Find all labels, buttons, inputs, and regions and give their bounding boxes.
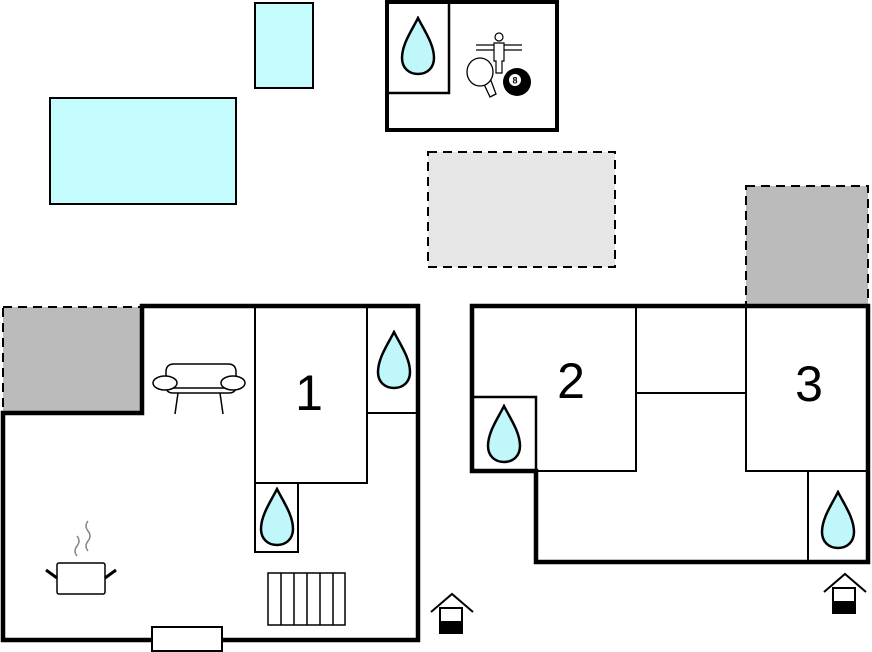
game-room: 8 bbox=[385, 0, 559, 132]
window bbox=[151, 626, 223, 652]
pool-small bbox=[254, 2, 314, 89]
room-label-1: 1 bbox=[295, 365, 323, 421]
cooking-pot-icon bbox=[45, 520, 117, 595]
sofa-icon bbox=[152, 363, 246, 415]
pool-large bbox=[49, 97, 237, 205]
entrance-icon bbox=[823, 573, 867, 614]
entrance-icon bbox=[430, 593, 474, 634]
bathroom bbox=[366, 306, 419, 414]
room-label-2: 2 bbox=[557, 353, 585, 409]
billiard-ball-icon: 8 bbox=[503, 68, 531, 96]
terrace-center bbox=[427, 151, 616, 268]
svg-text:8: 8 bbox=[512, 76, 517, 86]
bathroom-small bbox=[254, 482, 299, 553]
bathroom bbox=[807, 470, 869, 563]
bedroom-2 bbox=[536, 306, 637, 472]
terrace-left bbox=[2, 306, 143, 414]
house-right: 2 3 bbox=[469, 303, 871, 614]
foosball-icon bbox=[476, 32, 522, 74]
terrace-right bbox=[745, 185, 869, 307]
bathroom bbox=[470, 395, 538, 473]
house-left: 1 bbox=[0, 303, 474, 652]
ping-pong-icon bbox=[466, 57, 497, 98]
stairs-icon bbox=[267, 572, 346, 626]
room-label-3: 3 bbox=[795, 356, 823, 412]
